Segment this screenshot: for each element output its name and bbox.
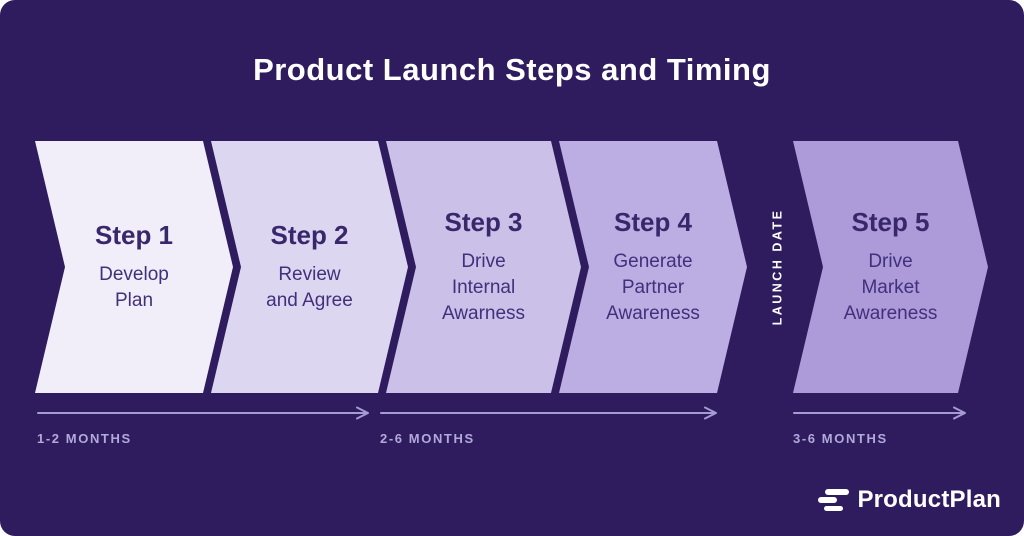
step-description: Review and Agree: [266, 262, 353, 314]
page-title: Product Launch Steps and Timing: [253, 52, 771, 87]
launch-date-text: LAUNCH DATE: [770, 208, 784, 326]
productplan-logo: ProductPlan: [818, 486, 1001, 514]
timeline-segment-1: 1-2 MONTHS: [37, 406, 370, 446]
step-title: Step 4: [613, 206, 693, 237]
step-description-line: Internal: [451, 276, 516, 298]
step-description-line: Partner: [621, 276, 685, 298]
logo-text: ProductPlan: [857, 486, 1001, 513]
timeline-label: 2-6 MONTHS: [380, 431, 475, 446]
step-chevron-1: Step 1 Develop Plan: [35, 141, 233, 393]
step-description: Generate Partner Awareness: [606, 249, 700, 328]
step-chevron-4: Step 4 Generate Partner Awareness: [559, 141, 747, 393]
step-title: Step 3: [444, 206, 523, 237]
step-title: Step 1: [94, 219, 174, 250]
step-description-line: Generate: [613, 250, 693, 272]
step-description: Drive Market Awareness: [844, 249, 938, 328]
timeline-label: 3-6 MONTHS: [793, 431, 888, 446]
step-chevron-5: Step 5 Drive Market Awareness: [793, 141, 988, 393]
step-title: Step 5: [851, 206, 930, 237]
step-description: Drive Internal Awarness: [442, 249, 525, 328]
timeline-arrow-icon: [380, 406, 717, 420]
step-description: Develop Plan: [99, 262, 169, 314]
step-description-line: and Agree: [266, 290, 353, 311]
productplan-bars-icon: [818, 489, 850, 511]
launch-date-label: LAUNCH DATE: [760, 141, 794, 393]
step-description-line: Market: [861, 276, 920, 298]
step-description-line: Plan: [114, 290, 154, 311]
timeline-label: 1-2 MONTHS: [37, 431, 132, 446]
step-description-line: Awareness: [606, 303, 700, 325]
step-description-line: Review: [278, 263, 341, 285]
step-description-line: Awareness: [843, 303, 938, 325]
step-chevron-3: Step 3 Drive Internal Awarness: [386, 141, 581, 393]
timeline-arrow-icon: [37, 406, 369, 420]
timeline-segment-2: 2-6 MONTHS: [380, 406, 718, 446]
step-description-line: Drive: [868, 250, 913, 272]
timeline-segment-3: 3-6 MONTHS: [793, 406, 967, 446]
step-description-line: Develop: [99, 263, 169, 285]
step-title: Step 2: [270, 219, 349, 250]
step-description-line: Awarness: [441, 303, 526, 325]
step-chevron-2: Step 2 Review and Agree: [211, 141, 408, 393]
timeline-arrow-icon: [793, 406, 966, 420]
step-description-line: Drive: [461, 250, 506, 272]
